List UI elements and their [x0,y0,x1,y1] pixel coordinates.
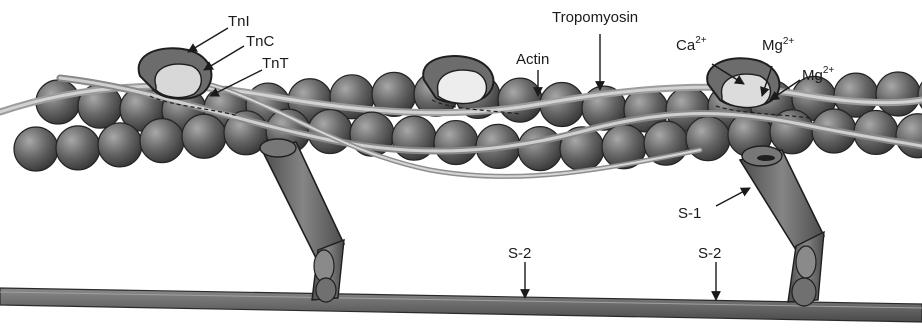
label-s2-left: S-2 [508,245,531,262]
actin-monomer [98,123,142,167]
actin-monomer [518,127,562,171]
label-ca-charge: 2+ [695,35,707,46]
label-mg-1-charge: 2+ [783,36,795,47]
actin-monomer [498,78,542,122]
tni-pointer [188,28,228,52]
label-tropomyosin: Tropomyosin [552,9,638,26]
label-ca-base: Ca [676,37,696,54]
label-s1: S-1 [678,205,701,222]
label-mg-2-charge: 2+ [823,65,835,76]
actin-monomer [434,121,478,165]
label-mg-1-base: Mg [762,37,783,54]
label-mg-2-base: Mg [802,67,823,84]
label-tnt: TnT [262,55,289,72]
tnc-pointer [204,46,244,70]
actin-monomer [56,126,100,170]
actin-monomer [14,127,58,171]
actin-monomer [182,114,226,158]
label-ca: Ca2+ [676,35,707,54]
thick-filament [0,288,922,322]
label-tnc: TnC [246,33,275,50]
label-mg-1: Mg2+ [762,36,794,54]
label-s2-right: S-2 [698,245,721,262]
actin-monomer [876,72,920,116]
label-mg-2: Mg2+ [802,65,834,84]
actin-monomer [140,119,184,163]
actin-monomer [918,73,922,117]
myosin-head-left [260,139,344,302]
actin-monomer [686,117,730,161]
label-actin: Actin [516,51,549,68]
s1-pointer [716,188,750,206]
actin-monomer [896,114,922,158]
myosin-head-right [740,146,824,306]
label-tni: TnI [228,13,250,30]
